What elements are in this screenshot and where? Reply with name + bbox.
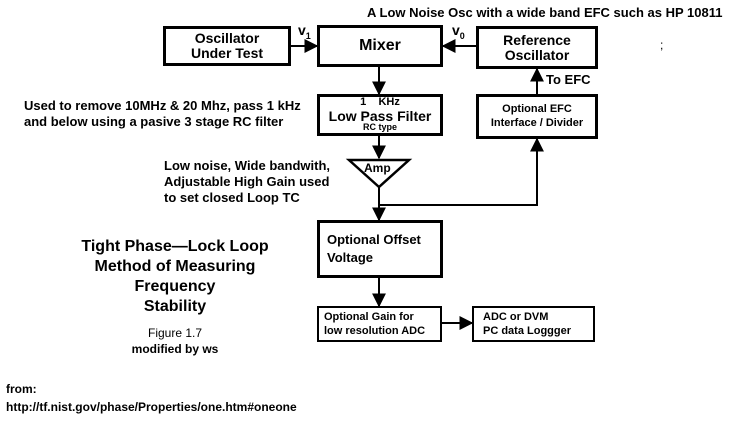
- gain-line-2: low resolution ADC: [324, 325, 426, 337]
- v1-label: v1: [298, 22, 311, 41]
- title-line-2: Method of Measuring: [94, 258, 256, 275]
- figure-number: Figure 1.7: [147, 326, 203, 340]
- efc-divider-line-1: Optional EFC: [502, 102, 572, 115]
- adc-block: ADC or DVM PC data Loggger: [472, 306, 595, 342]
- amp-note: Low noise, Wide bandwith, Adjustable Hig…: [164, 158, 330, 206]
- stray-mark: ;: [660, 38, 664, 52]
- osc-under-test-line-2: Under Test: [190, 45, 264, 61]
- header-note: A Low Noise Osc with a wide band EFC suc…: [367, 5, 723, 20]
- to-efc-label: To EFC: [546, 72, 591, 87]
- lpf-frequency: 1 KHz: [360, 96, 400, 109]
- source-note: from: http://tf.nist.gov/phase/Propertie…: [6, 380, 297, 416]
- amp-note-line-3: to set closed Loop TC: [164, 190, 300, 205]
- adc-line-1: ADC or DVM: [483, 310, 549, 323]
- filter-note: Used to remove 10MHz & 20 Mhz, pass 1 kH…: [24, 98, 301, 130]
- gain-block: Optional Gain for low resolution ADC: [317, 306, 442, 342]
- v0-label: v0: [452, 22, 465, 41]
- offset-voltage-block: Optional Offset Voltage: [317, 220, 443, 278]
- gain-line-1: Optional Gain for: [324, 310, 414, 323]
- osc-under-test-line-1: Oscillator: [194, 30, 260, 47]
- amp-note-line-2: Adjustable High Gain used: [164, 174, 330, 189]
- ref-osc-line-1: Reference: [503, 31, 571, 48]
- figure-caption: Figure 1.7 modified by ws: [60, 325, 290, 357]
- ref-osc-line-2: Oscillator: [504, 46, 570, 63]
- amp-triangle: [345, 158, 413, 189]
- reference-oscillator-block: Reference Oscillator: [476, 26, 598, 69]
- figure-credit: modified by ws: [131, 342, 219, 356]
- lpf-sub: RC type: [362, 122, 397, 133]
- low-pass-filter-block: 1 KHz Low Pass Filter RC type: [317, 94, 443, 136]
- title-line-4: Stability: [143, 298, 207, 315]
- source-url: http://tf.nist.gov/phase/Properties/one.…: [6, 400, 297, 414]
- lpf-name: Low Pass Filter: [328, 107, 432, 124]
- oscillator-under-test-block: Oscillator Under Test: [163, 26, 291, 66]
- adc-line-2: PC data Loggger: [483, 325, 572, 337]
- diagram-title: Tight Phase—Lock Loop Method of Measurin…: [60, 237, 290, 317]
- mixer-block: Mixer: [317, 25, 443, 67]
- efc-divider-line-2: Interface / Divider: [490, 116, 584, 129]
- title-line-1: Tight Phase—Lock Loop: [81, 238, 269, 255]
- offset-line-1: Optional Offset: [327, 232, 421, 248]
- filter-note-line-2: and below using a pasive 3 stage RC filt…: [24, 114, 284, 129]
- amp-label: Amp: [364, 161, 391, 175]
- wire-feedback: [379, 137, 544, 206]
- efc-divider-block: Optional EFC Interface / Divider: [476, 94, 598, 139]
- filter-note-line-1: Used to remove 10MHz & 20 Mhz, pass 1 kH…: [24, 98, 301, 113]
- title-line-3: Frequency: [134, 278, 216, 295]
- source-label: from:: [6, 382, 37, 396]
- amp-note-line-1: Low noise, Wide bandwith,: [164, 158, 330, 173]
- offset-line-2: Voltage: [327, 250, 373, 265]
- mixer-label: Mixer: [359, 36, 401, 54]
